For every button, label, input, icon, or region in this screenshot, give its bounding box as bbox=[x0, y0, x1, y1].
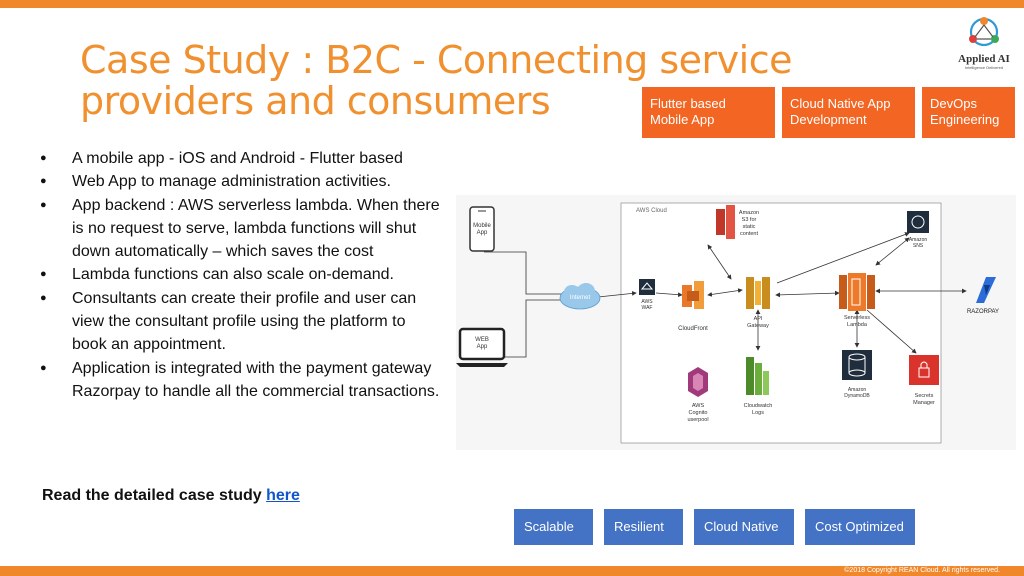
dynamodb-icon bbox=[842, 350, 872, 380]
bullet-item: A mobile app - iOS and Android - Flutter… bbox=[40, 147, 440, 171]
s3-label-4: content bbox=[740, 231, 759, 237]
applied-ai-logo-icon bbox=[969, 17, 999, 47]
razorpay-node: RAZORPAY bbox=[967, 277, 999, 315]
api-gateway-label-1: API bbox=[754, 316, 763, 322]
cloudwatch-icon bbox=[746, 357, 754, 395]
dynamodb-node: Amazon DynamoDB bbox=[842, 350, 872, 399]
lambda-label-1: Serverless bbox=[844, 315, 870, 321]
feature-badge-scalable: Scalable bbox=[514, 509, 593, 545]
page-title: Case Study : B2C - Connecting service pr… bbox=[80, 38, 792, 123]
tag-devops-engineering: DevOps Engineering bbox=[922, 87, 1015, 138]
cloudwatch-node: Cloudwatch Logs bbox=[744, 357, 773, 416]
s3-icon bbox=[716, 209, 725, 235]
mobile-app-node: Mobile App bbox=[469, 206, 495, 252]
lambda-icon bbox=[839, 275, 847, 309]
tag-cloud-native-development: Cloud Native App Development bbox=[782, 87, 915, 138]
internet-node: Internet bbox=[559, 283, 601, 310]
cognito-label-1: AWS bbox=[692, 403, 705, 409]
secrets-manager-icon bbox=[909, 355, 939, 385]
dynamodb-label-1: Amazon bbox=[848, 387, 867, 393]
internet-label: Internet bbox=[570, 295, 591, 301]
sns-node: Amazon SNS bbox=[907, 211, 929, 249]
bullet-item: Lambda functions can also scale on-deman… bbox=[40, 263, 440, 287]
web-app-node: WEB App bbox=[456, 327, 508, 367]
cloudwatch-label-2: Logs bbox=[752, 410, 764, 416]
case-study-link[interactable]: here bbox=[266, 487, 300, 504]
s3-label-1: Amazon bbox=[739, 210, 759, 216]
bullet-item: Web App to manage administration activit… bbox=[40, 170, 440, 194]
read-more-text: Read the detailed case study bbox=[42, 487, 262, 504]
lambda-label-2: Lambda bbox=[847, 322, 868, 328]
cognito-node: AWS Cognito userpool bbox=[687, 367, 709, 423]
bullet-item: Application is integrated with the payme… bbox=[40, 357, 440, 404]
aws-cloud-label: AWS Cloud bbox=[636, 208, 667, 214]
razorpay-label: RAZORPAY bbox=[967, 309, 999, 315]
cloudwatch-label-1: Cloudwatch bbox=[744, 403, 773, 409]
waf-label-2: WAF bbox=[642, 305, 653, 311]
logo-tagline: Intelligence Delivered bbox=[964, 65, 1004, 70]
waf-icon bbox=[639, 279, 655, 295]
dynamodb-label-2: DynamoDB bbox=[844, 393, 870, 399]
feature-bullet-list: A mobile app - iOS and Android - Flutter… bbox=[40, 147, 440, 403]
lambda-node: Serverless Lambda bbox=[839, 273, 875, 328]
secrets-manager-label-1: Secrets bbox=[915, 393, 934, 399]
waf-label-1: AWS bbox=[641, 299, 653, 305]
cognito-label-3: userpool bbox=[687, 417, 708, 423]
api-gateway-icon bbox=[746, 277, 754, 309]
tag-flutter-mobile-app: Flutter based Mobile App bbox=[642, 87, 775, 138]
bullet-item: App backend : AWS serverless lambda. Whe… bbox=[40, 194, 440, 264]
company-logo: Applied AI Intelligence Delivered bbox=[950, 16, 1018, 72]
top-accent-bar bbox=[0, 0, 1024, 8]
s3-label-3: static bbox=[743, 224, 756, 230]
copyright-footer: ©2018 Copyright REAN Cloud. All rights r… bbox=[844, 567, 1000, 574]
read-more-line: Read the detailed case study here bbox=[42, 487, 300, 505]
laptop-icon bbox=[458, 327, 506, 361]
s3-label-2: S3 for bbox=[742, 217, 757, 223]
bottom-accent-bar bbox=[0, 566, 1024, 576]
sns-icon bbox=[907, 211, 929, 233]
mobile-app-label-2: App bbox=[477, 230, 488, 236]
s3-node: Amazon S3 for static content bbox=[716, 205, 759, 239]
api-gateway-node: API Gateway bbox=[746, 277, 770, 329]
feature-badge-cloud-native: Cloud Native bbox=[694, 509, 794, 545]
waf-node: AWS WAF bbox=[639, 279, 655, 311]
sns-label-1: Amazon bbox=[909, 237, 928, 243]
mobile-app-label-1: Mobile bbox=[473, 223, 491, 229]
secrets-manager-node: Secrets Manager bbox=[909, 355, 939, 406]
web-app-label-2: App bbox=[477, 344, 488, 350]
mobile-phone-icon bbox=[469, 206, 495, 252]
web-app-label-1: WEB bbox=[475, 337, 489, 343]
aws-architecture-diagram: AWS Cloud Mobile App WEB App Internet bbox=[456, 195, 1016, 450]
connection-lines bbox=[484, 232, 967, 358]
cloudfront-node: CloudFront bbox=[678, 281, 708, 332]
logo-name: Applied AI bbox=[958, 53, 1010, 65]
cognito-label-2: Cognito bbox=[689, 410, 708, 416]
sns-label-2: SNS bbox=[913, 243, 924, 249]
secrets-manager-label-2: Manager bbox=[913, 400, 935, 406]
cloudfront-label: CloudFront bbox=[678, 326, 708, 332]
feature-badge-cost-optimized: Cost Optimized bbox=[805, 509, 915, 545]
api-gateway-label-2: Gateway bbox=[747, 323, 769, 329]
feature-badge-resilient: Resilient bbox=[604, 509, 683, 545]
bullet-item: Consultants can create their profile and… bbox=[40, 287, 440, 357]
